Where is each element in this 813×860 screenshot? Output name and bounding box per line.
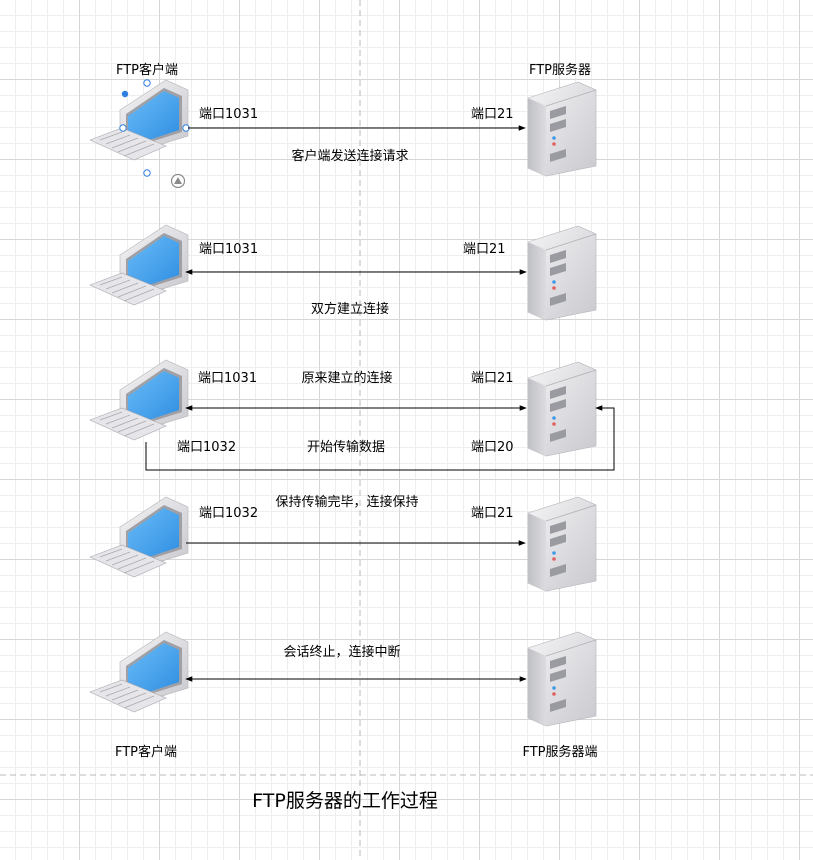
- data-connection-arrow: [145, 405, 615, 471]
- server-bottom-label: FTP服务器端: [522, 744, 597, 760]
- step4-caption: 保持传输完毕，连接保持: [275, 494, 418, 510]
- server-icon[interactable]: [527, 496, 597, 592]
- step2-caption: 双方建立连接: [311, 301, 389, 317]
- server-icon[interactable]: [527, 81, 597, 177]
- step3-client-port: 端口1031: [198, 371, 257, 386]
- server-top-label: FTP服务器: [529, 62, 591, 78]
- step5-caption: 会话终止，连接中断: [283, 644, 400, 660]
- computer-icon[interactable]: [89, 224, 189, 306]
- step1-caption: 客户端发送连接请求: [291, 148, 408, 164]
- server-icon[interactable]: [527, 631, 597, 727]
- client-top-label: FTP客户端: [116, 62, 178, 78]
- step2-server-port: 端口21: [463, 242, 506, 257]
- server-icon[interactable]: [527, 361, 597, 457]
- step1-server-port: 端口21: [471, 107, 514, 122]
- step3-data-server-port: 端口20: [471, 440, 514, 455]
- step1-client-port: 端口1031: [199, 107, 258, 122]
- computer-icon[interactable]: [89, 79, 189, 161]
- step3-server-port: 端口21: [471, 371, 514, 386]
- step4-client-port: 端口1032: [199, 506, 258, 521]
- step3-data-caption: 开始传输数据: [307, 439, 385, 455]
- server-icon[interactable]: [527, 225, 597, 321]
- step3-data-client-port: 端口1032: [177, 440, 236, 455]
- step4-server-port: 端口21: [471, 506, 514, 521]
- selection-handles[interactable]: [119, 79, 190, 189]
- computer-icon[interactable]: [89, 631, 189, 713]
- step2-client-port: 端口1031: [199, 242, 258, 257]
- computer-icon[interactable]: [89, 496, 189, 578]
- client-bottom-label: FTP客户端: [115, 744, 177, 760]
- step3-caption: 原来建立的连接: [301, 370, 392, 386]
- computer-icon[interactable]: [89, 359, 189, 441]
- diagram-title: FTP服务器的工作过程: [252, 790, 438, 812]
